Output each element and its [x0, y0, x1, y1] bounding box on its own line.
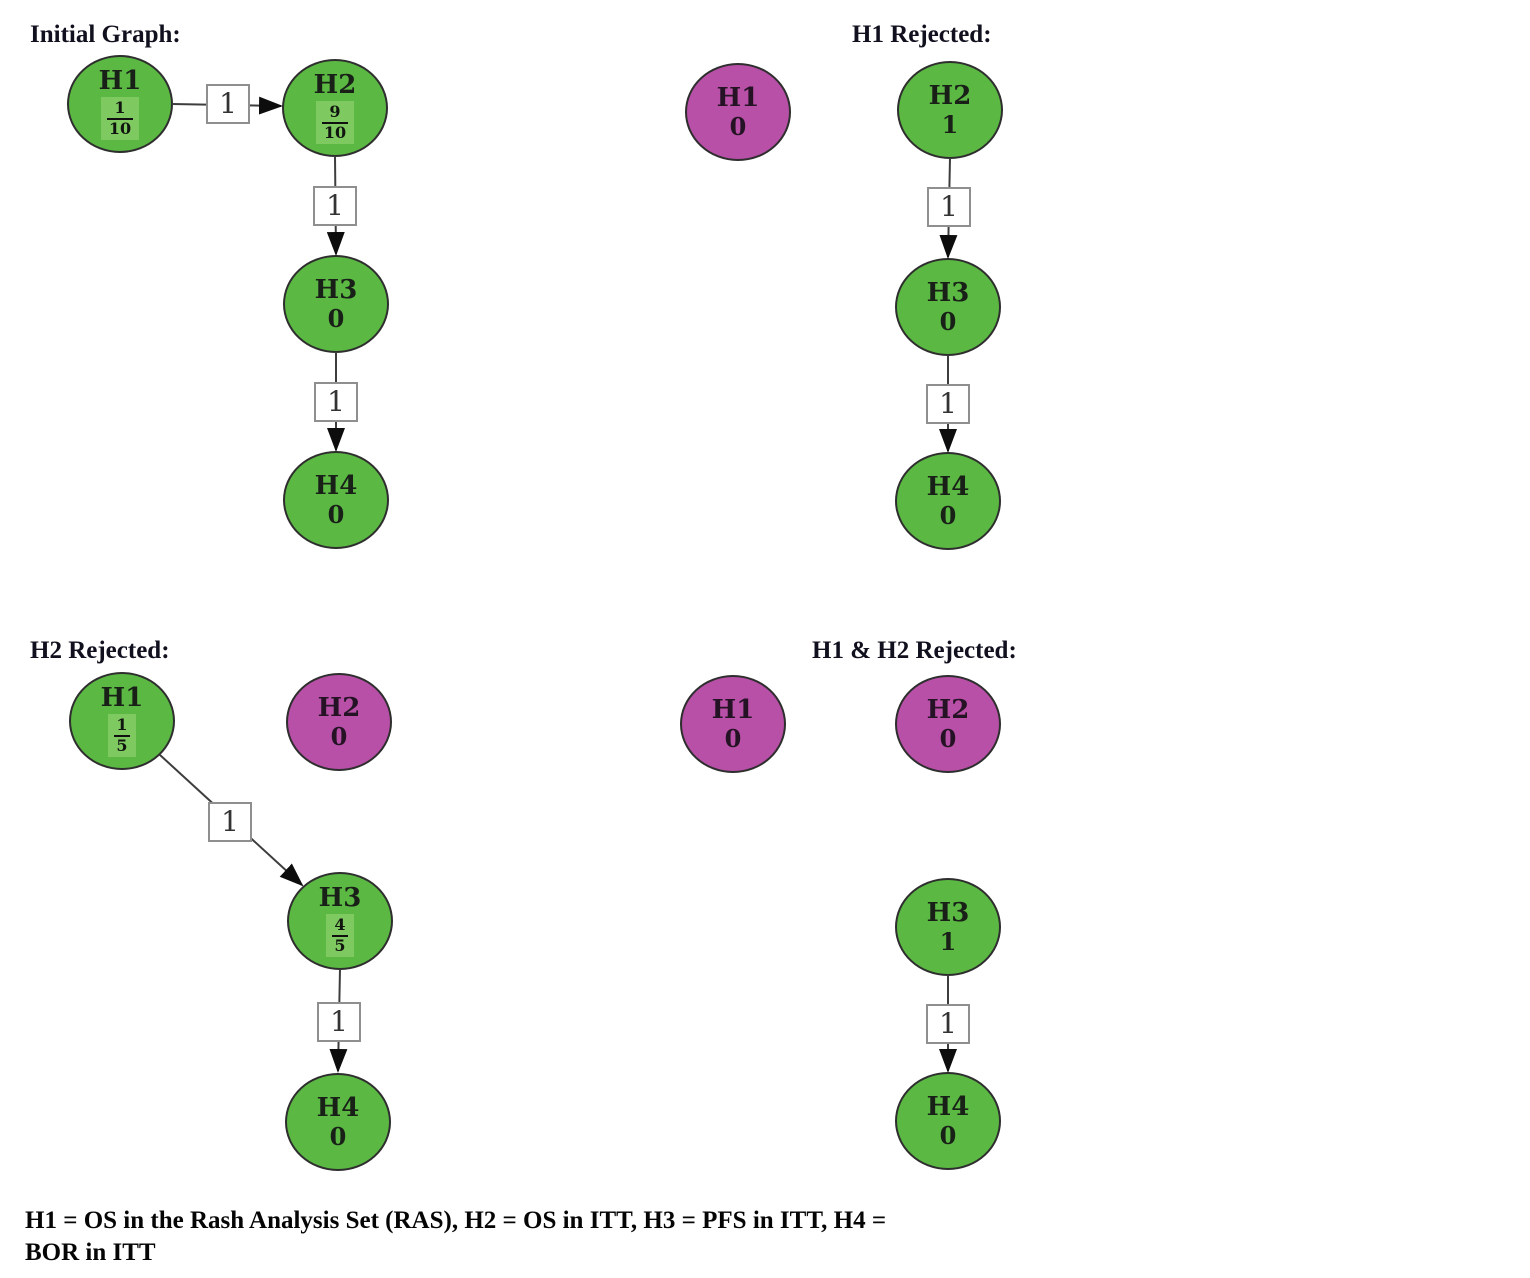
node-label: H2 [317, 692, 361, 723]
fraction-numerator: 1 [106, 98, 134, 120]
node-label: H2 [928, 80, 972, 111]
node-value: 1 [939, 927, 957, 957]
panel-0-edge-2-weight-box: 1 [314, 382, 358, 422]
node-label: H1 [711, 694, 755, 725]
node-label: H4 [926, 471, 970, 502]
node-value: 0 [327, 304, 345, 334]
node-label: H3 [318, 882, 362, 913]
node-value: 0 [327, 500, 345, 530]
node-label: H3 [314, 274, 358, 305]
fraction-denominator: 5 [334, 935, 346, 955]
node-label: H2 [926, 694, 970, 725]
panel-1-edge-0-weight-box: 1 [927, 187, 971, 227]
node-label: H4 [314, 470, 358, 501]
fraction-denominator: 10 [108, 118, 132, 138]
panel-title-0: Initial Graph: [30, 21, 181, 48]
fraction-denominator: 5 [116, 735, 128, 755]
node-value: 0 [729, 112, 747, 142]
node-label: H4 [316, 1092, 360, 1123]
node-value: 0 [939, 1121, 957, 1151]
panel-1-edge-1-weight-box: 1 [926, 384, 970, 424]
fraction-numerator: 1 [114, 715, 130, 737]
panel-0-edge-0-weight-box: 1 [206, 84, 250, 124]
panel-2-edge-0-weight-box: 1 [208, 802, 252, 842]
node-value: 0 [939, 307, 957, 337]
node-label: H2 [313, 69, 357, 100]
panel-2-edge-1-weight-box: 1 [317, 1002, 361, 1042]
fraction-denominator: 10 [323, 122, 347, 142]
panel-title-3: H1 & H2 Rejected: [812, 637, 1017, 664]
node-value: 0 [330, 722, 348, 752]
node-label: H3 [926, 897, 970, 928]
node-label: H1 [100, 682, 144, 713]
fraction-numerator: 4 [332, 915, 348, 937]
node-label: H1 [98, 65, 142, 96]
node-value: 0 [724, 724, 742, 754]
node-value: 0 [939, 501, 957, 531]
caption-line-2: BOR in ITT [25, 1239, 156, 1266]
node-value: 1 [941, 110, 959, 140]
caption-line-1: H1 = OS in the Rash Analysis Set (RAS), … [25, 1207, 887, 1234]
node-label: H3 [926, 277, 970, 308]
node-label: H4 [926, 1091, 970, 1122]
node-value: 0 [329, 1122, 347, 1152]
panel-3-edge-0-weight-box: 1 [926, 1004, 970, 1044]
fraction-numerator: 9 [321, 102, 349, 124]
node-value: 0 [939, 724, 957, 754]
panel-0-edge-1-weight-box: 1 [313, 186, 357, 226]
panel-title-1: H1 Rejected: [852, 21, 992, 48]
panel-title-2: H2 Rejected: [30, 637, 170, 664]
node-label: H1 [716, 82, 760, 113]
